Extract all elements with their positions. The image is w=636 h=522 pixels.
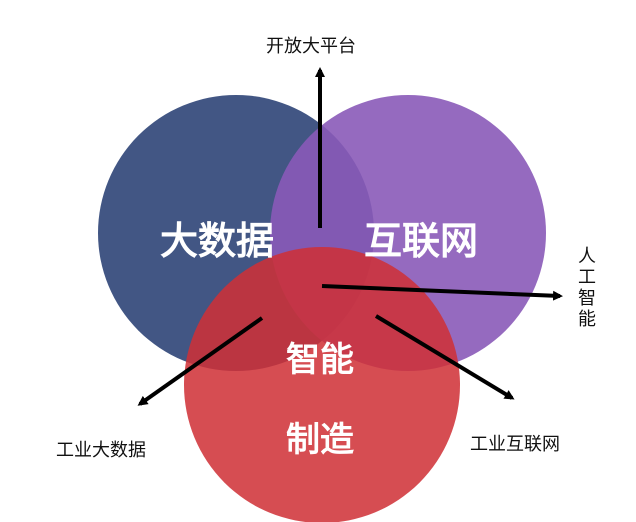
big-data-label: 大数据 bbox=[160, 219, 275, 263]
ai-label: 人 工 智 能 bbox=[575, 246, 599, 330]
ai-arrow bbox=[321, 284, 563, 301]
industrial-internet-label: 工业互联网 bbox=[470, 434, 560, 455]
ai-label-char-4: 能 bbox=[578, 309, 596, 330]
ai-label-char-1: 人 bbox=[578, 246, 596, 267]
smart-manufacturing-label-line1: 智能 bbox=[286, 340, 354, 380]
ai-label-char-2: 工 bbox=[578, 267, 596, 288]
smart-manufacturing-circle bbox=[184, 247, 460, 522]
open-platform-label: 开放大平台 bbox=[266, 36, 356, 57]
internet-label: 互联网 bbox=[364, 219, 479, 263]
industrial-internet-arrow bbox=[374, 314, 515, 400]
industrial-big-data-arrow bbox=[137, 316, 264, 406]
smart-manufacturing-label-line2: 制造 bbox=[286, 420, 354, 460]
industrial-big-data-label: 工业大数据 bbox=[56, 440, 146, 461]
ai-label-char-3: 智 bbox=[578, 288, 596, 309]
